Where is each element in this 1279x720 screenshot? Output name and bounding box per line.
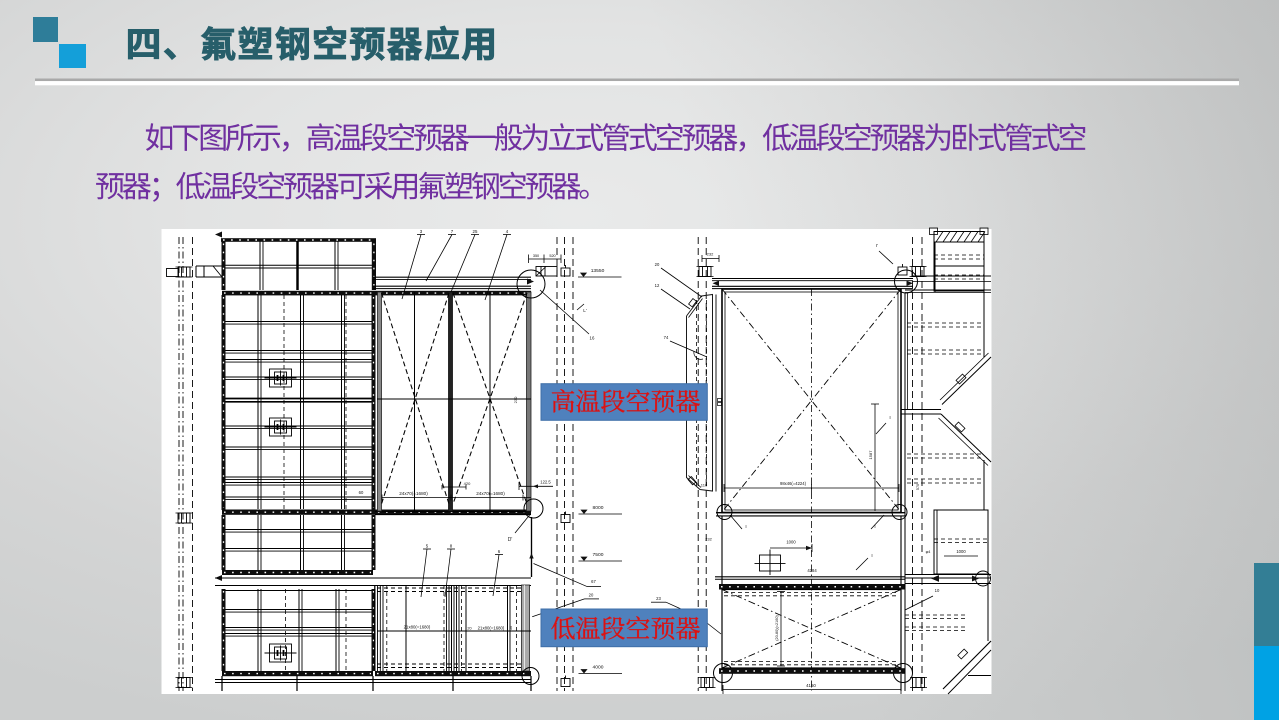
svg-text:6: 6 xyxy=(498,549,501,554)
svg-text:φ4: φ4 xyxy=(926,549,932,554)
svg-text:110: 110 xyxy=(701,483,708,488)
svg-text:8000: 8000 xyxy=(593,505,604,511)
svg-text:7500: 7500 xyxy=(593,552,604,558)
svg-text:4284: 4284 xyxy=(807,568,817,573)
svg-text:1587: 1587 xyxy=(868,450,873,460)
svg-text:12: 12 xyxy=(655,283,660,288)
svg-text:4150: 4150 xyxy=(806,683,816,688)
svg-text:(20-80)(=2160): (20-80)(=2160) xyxy=(775,615,779,641)
svg-text:122.5: 122.5 xyxy=(540,480,551,485)
svg-text:4000: 4000 xyxy=(593,665,604,671)
svg-text:L': L' xyxy=(583,308,587,313)
svg-text:60: 60 xyxy=(359,490,364,495)
svg-text:350: 350 xyxy=(533,254,539,258)
svg-text:8: 8 xyxy=(450,544,453,549)
svg-text:I: I xyxy=(874,524,875,529)
svg-text:230: 230 xyxy=(513,396,518,403)
svg-text:24x70(=1680): 24x70(=1680) xyxy=(399,491,428,496)
svg-text:20: 20 xyxy=(589,593,594,598)
svg-text:16: 16 xyxy=(590,336,595,341)
svg-text:21x80(=1680): 21x80(=1680) xyxy=(478,626,505,631)
svg-text:I: I xyxy=(889,415,890,421)
svg-text:1000: 1000 xyxy=(786,540,796,545)
svg-text:24x70(=1680): 24x70(=1680) xyxy=(476,491,505,496)
svg-text:20: 20 xyxy=(655,262,660,267)
svg-text:50: 50 xyxy=(509,626,513,630)
svg-text:4: 4 xyxy=(506,229,509,234)
svg-text:232: 232 xyxy=(707,252,714,257)
svg-text:D': D' xyxy=(508,537,513,543)
svg-text:3: 3 xyxy=(420,229,423,234)
svg-text:520: 520 xyxy=(549,254,555,258)
svg-text:232: 232 xyxy=(705,537,712,542)
svg-text:13550: 13550 xyxy=(591,268,605,274)
svg-text:20: 20 xyxy=(467,627,471,631)
svg-text:23: 23 xyxy=(656,596,661,601)
svg-text:I': I' xyxy=(876,243,878,248)
svg-text:5: 5 xyxy=(426,544,429,549)
svg-text:74: 74 xyxy=(664,335,669,340)
svg-text:420: 420 xyxy=(464,481,471,486)
svg-text:10: 10 xyxy=(935,588,940,593)
svg-text:570: 570 xyxy=(916,484,920,490)
svg-text:I: I xyxy=(745,524,746,529)
svg-text:67: 67 xyxy=(591,579,596,584)
svg-text:I: I xyxy=(871,553,872,558)
svg-text:21x80(=1680): 21x80(=1680) xyxy=(404,625,431,630)
svg-text:7: 7 xyxy=(451,229,454,234)
svg-text:25: 25 xyxy=(473,229,478,234)
svg-text:1000: 1000 xyxy=(956,549,966,554)
svg-text:98x46(=4224): 98x46(=4224) xyxy=(780,481,807,486)
